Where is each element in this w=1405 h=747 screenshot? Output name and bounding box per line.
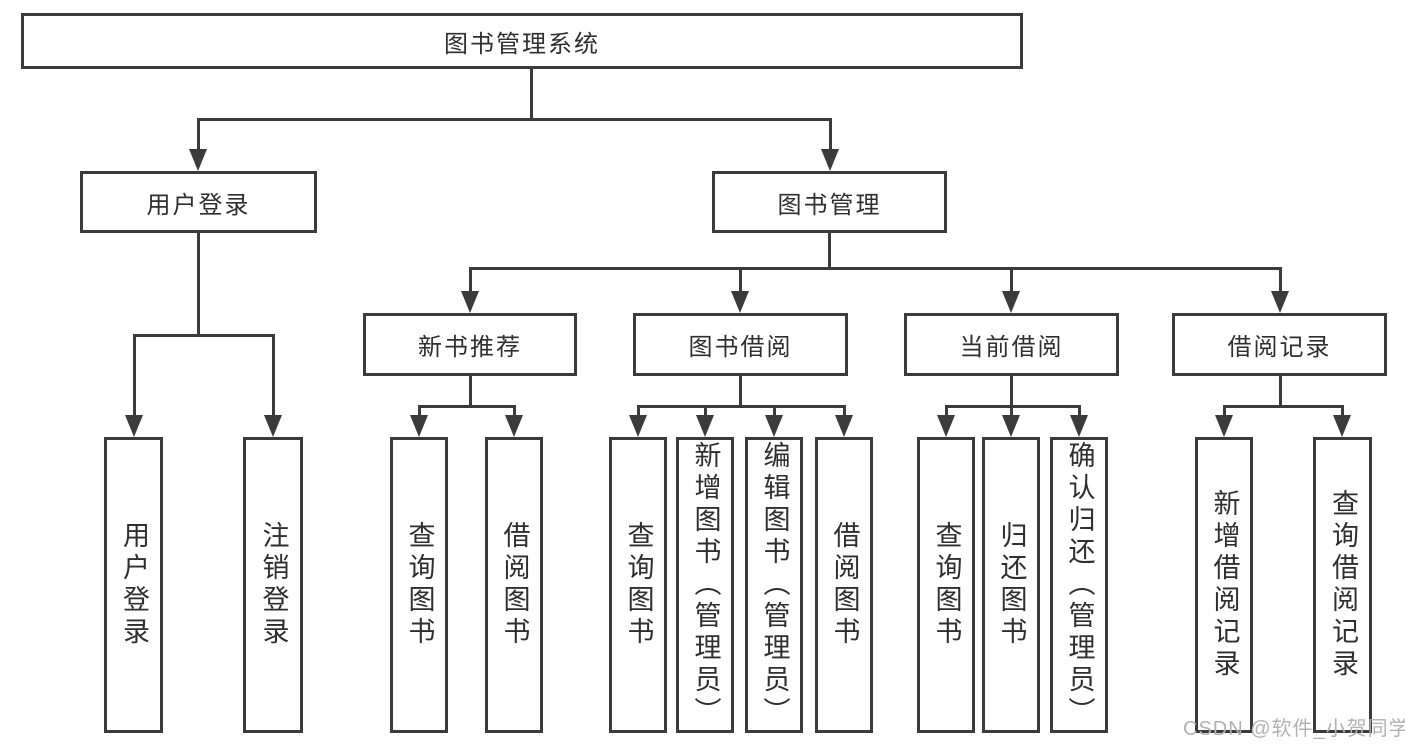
arrow-down-icon (1002, 291, 1020, 313)
leaf-query-books-current: 查询图书 (917, 437, 975, 733)
node-library-system-root: 图书管理系统 (21, 13, 1023, 69)
connector-line (843, 405, 846, 417)
node-label: 查询图书 (404, 521, 435, 649)
connector-line (739, 267, 742, 293)
arrow-down-icon (821, 149, 839, 171)
arrow-down-icon (1070, 415, 1088, 437)
node-label: 查询借阅记录 (1328, 489, 1358, 681)
connector-line (1341, 405, 1344, 417)
leaf-add-borrow-record: 新增借阅记录 (1195, 437, 1253, 733)
arrow-down-icon (189, 149, 207, 171)
connector-line (637, 405, 640, 417)
leaf-query-books-borrowing: 查询图书 (609, 437, 667, 733)
leaf-query-books-recommend: 查询图书 (390, 437, 448, 733)
connector-line (530, 69, 533, 119)
leaf-add-books-admin: 新增图书（管理员） (676, 437, 734, 733)
leaf-query-borrow-record: 查询借阅记录 (1313, 437, 1372, 733)
connector-line (1279, 267, 1282, 293)
connector-line (197, 118, 200, 152)
node-label: 查询图书 (623, 521, 654, 649)
node-borrowing-records: 借阅记录 (1172, 313, 1387, 376)
node-label: 新增图书（管理员） (690, 441, 721, 729)
connector-line (739, 376, 742, 406)
arrow-down-icon (505, 415, 523, 437)
arrow-down-icon (1215, 415, 1233, 437)
connector-line (197, 118, 831, 121)
leaf-logout-login: 注销登录 (243, 437, 303, 733)
node-label: 当前借阅 (959, 334, 1064, 361)
connector-line (1223, 405, 1226, 417)
connector-line (469, 376, 472, 406)
arrow-down-icon (835, 415, 853, 437)
connector-line (1010, 267, 1013, 293)
node-label: 图书管理 (777, 191, 882, 219)
connector-line (637, 405, 845, 408)
arrow-down-icon (629, 415, 647, 437)
node-label: 用户登录 (146, 191, 251, 219)
node-new-book-recommendation: 新书推荐 (363, 313, 577, 376)
node-label: 借阅图书 (499, 521, 530, 649)
node-label: 归还图书 (996, 521, 1027, 649)
connector-line (133, 334, 274, 337)
node-label: 注销登录 (258, 521, 289, 649)
connector-line (1279, 376, 1282, 406)
leaf-confirm-return-admin: 确认归还（管理员） (1050, 437, 1108, 733)
node-label: 借阅图书 (829, 521, 860, 649)
leaf-borrow-books-recommend: 借阅图书 (485, 437, 543, 733)
connector-line (1223, 405, 1343, 408)
arrow-down-icon (461, 291, 479, 313)
node-user-login: 用户登录 (80, 171, 317, 233)
connector-line (1078, 405, 1081, 417)
node-label: 新增借阅记录 (1209, 489, 1240, 681)
node-label: 新书推荐 (418, 334, 522, 361)
arrow-down-icon (696, 415, 714, 437)
arrow-down-icon (1333, 415, 1351, 437)
node-current-borrowing: 当前借阅 (904, 313, 1119, 376)
node-label: 确认归还（管理员） (1064, 441, 1095, 729)
node-book-borrowing: 图书借阅 (633, 313, 848, 376)
connector-line (197, 233, 200, 336)
leaf-return-books: 归还图书 (982, 437, 1040, 733)
node-label: 编辑图书（管理员） (759, 441, 790, 729)
connector-line (418, 405, 421, 417)
connector-line (469, 267, 472, 293)
connector-line (418, 405, 516, 408)
node-label: 查询图书 (931, 521, 962, 649)
arrow-down-icon (765, 415, 783, 437)
arrow-down-icon (125, 415, 143, 437)
leaf-edit-books-admin: 编辑图书（管理员） (745, 437, 803, 733)
arrow-down-icon (410, 415, 428, 437)
node-book-management: 图书管理 (712, 171, 947, 233)
connector-line (829, 118, 832, 152)
arrow-down-icon (264, 415, 282, 437)
node-label: 图书管理系统 (444, 30, 600, 58)
connector-line (133, 334, 136, 418)
connector-line (704, 405, 707, 417)
connector-line (469, 267, 1281, 270)
connector-line (513, 405, 516, 417)
node-label: 用户登录 (119, 521, 149, 649)
arrow-down-icon (731, 291, 749, 313)
connector-line (828, 233, 831, 269)
arrow-down-icon (937, 415, 955, 437)
watermark: CSDN @软件_小贺同学 (1183, 718, 1405, 740)
connector-line (945, 405, 948, 417)
node-label: 借阅记录 (1227, 334, 1332, 361)
leaf-borrow-books-borrowing: 借阅图书 (815, 437, 873, 733)
connector-line (1010, 405, 1013, 417)
connector-line (773, 405, 776, 417)
connector-line (1010, 376, 1013, 406)
node-label: 图书借阅 (688, 334, 793, 361)
leaf-user-login: 用户登录 (104, 437, 163, 733)
connector-line (272, 334, 275, 418)
arrow-down-icon (1271, 291, 1289, 313)
arrow-down-icon (1002, 415, 1020, 437)
